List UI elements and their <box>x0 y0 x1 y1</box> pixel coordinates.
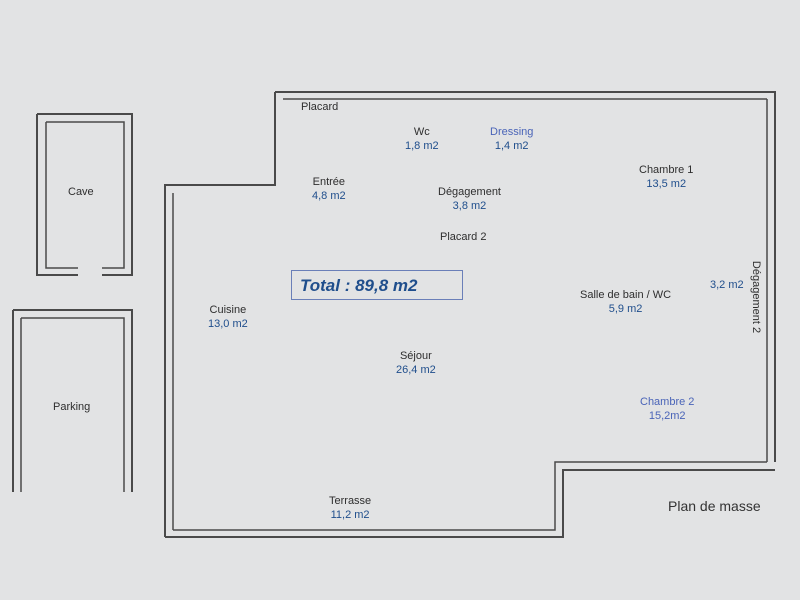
parking-outline <box>12 309 133 492</box>
parking-inner <box>20 317 125 492</box>
outer-wall-bottom <box>165 469 775 538</box>
cave-outline <box>36 113 133 276</box>
outer-wall-top <box>275 91 776 462</box>
outer-wall-left-upper <box>164 92 276 537</box>
outer-wall-bottom-inner <box>173 461 767 531</box>
cave-inner <box>45 121 125 269</box>
